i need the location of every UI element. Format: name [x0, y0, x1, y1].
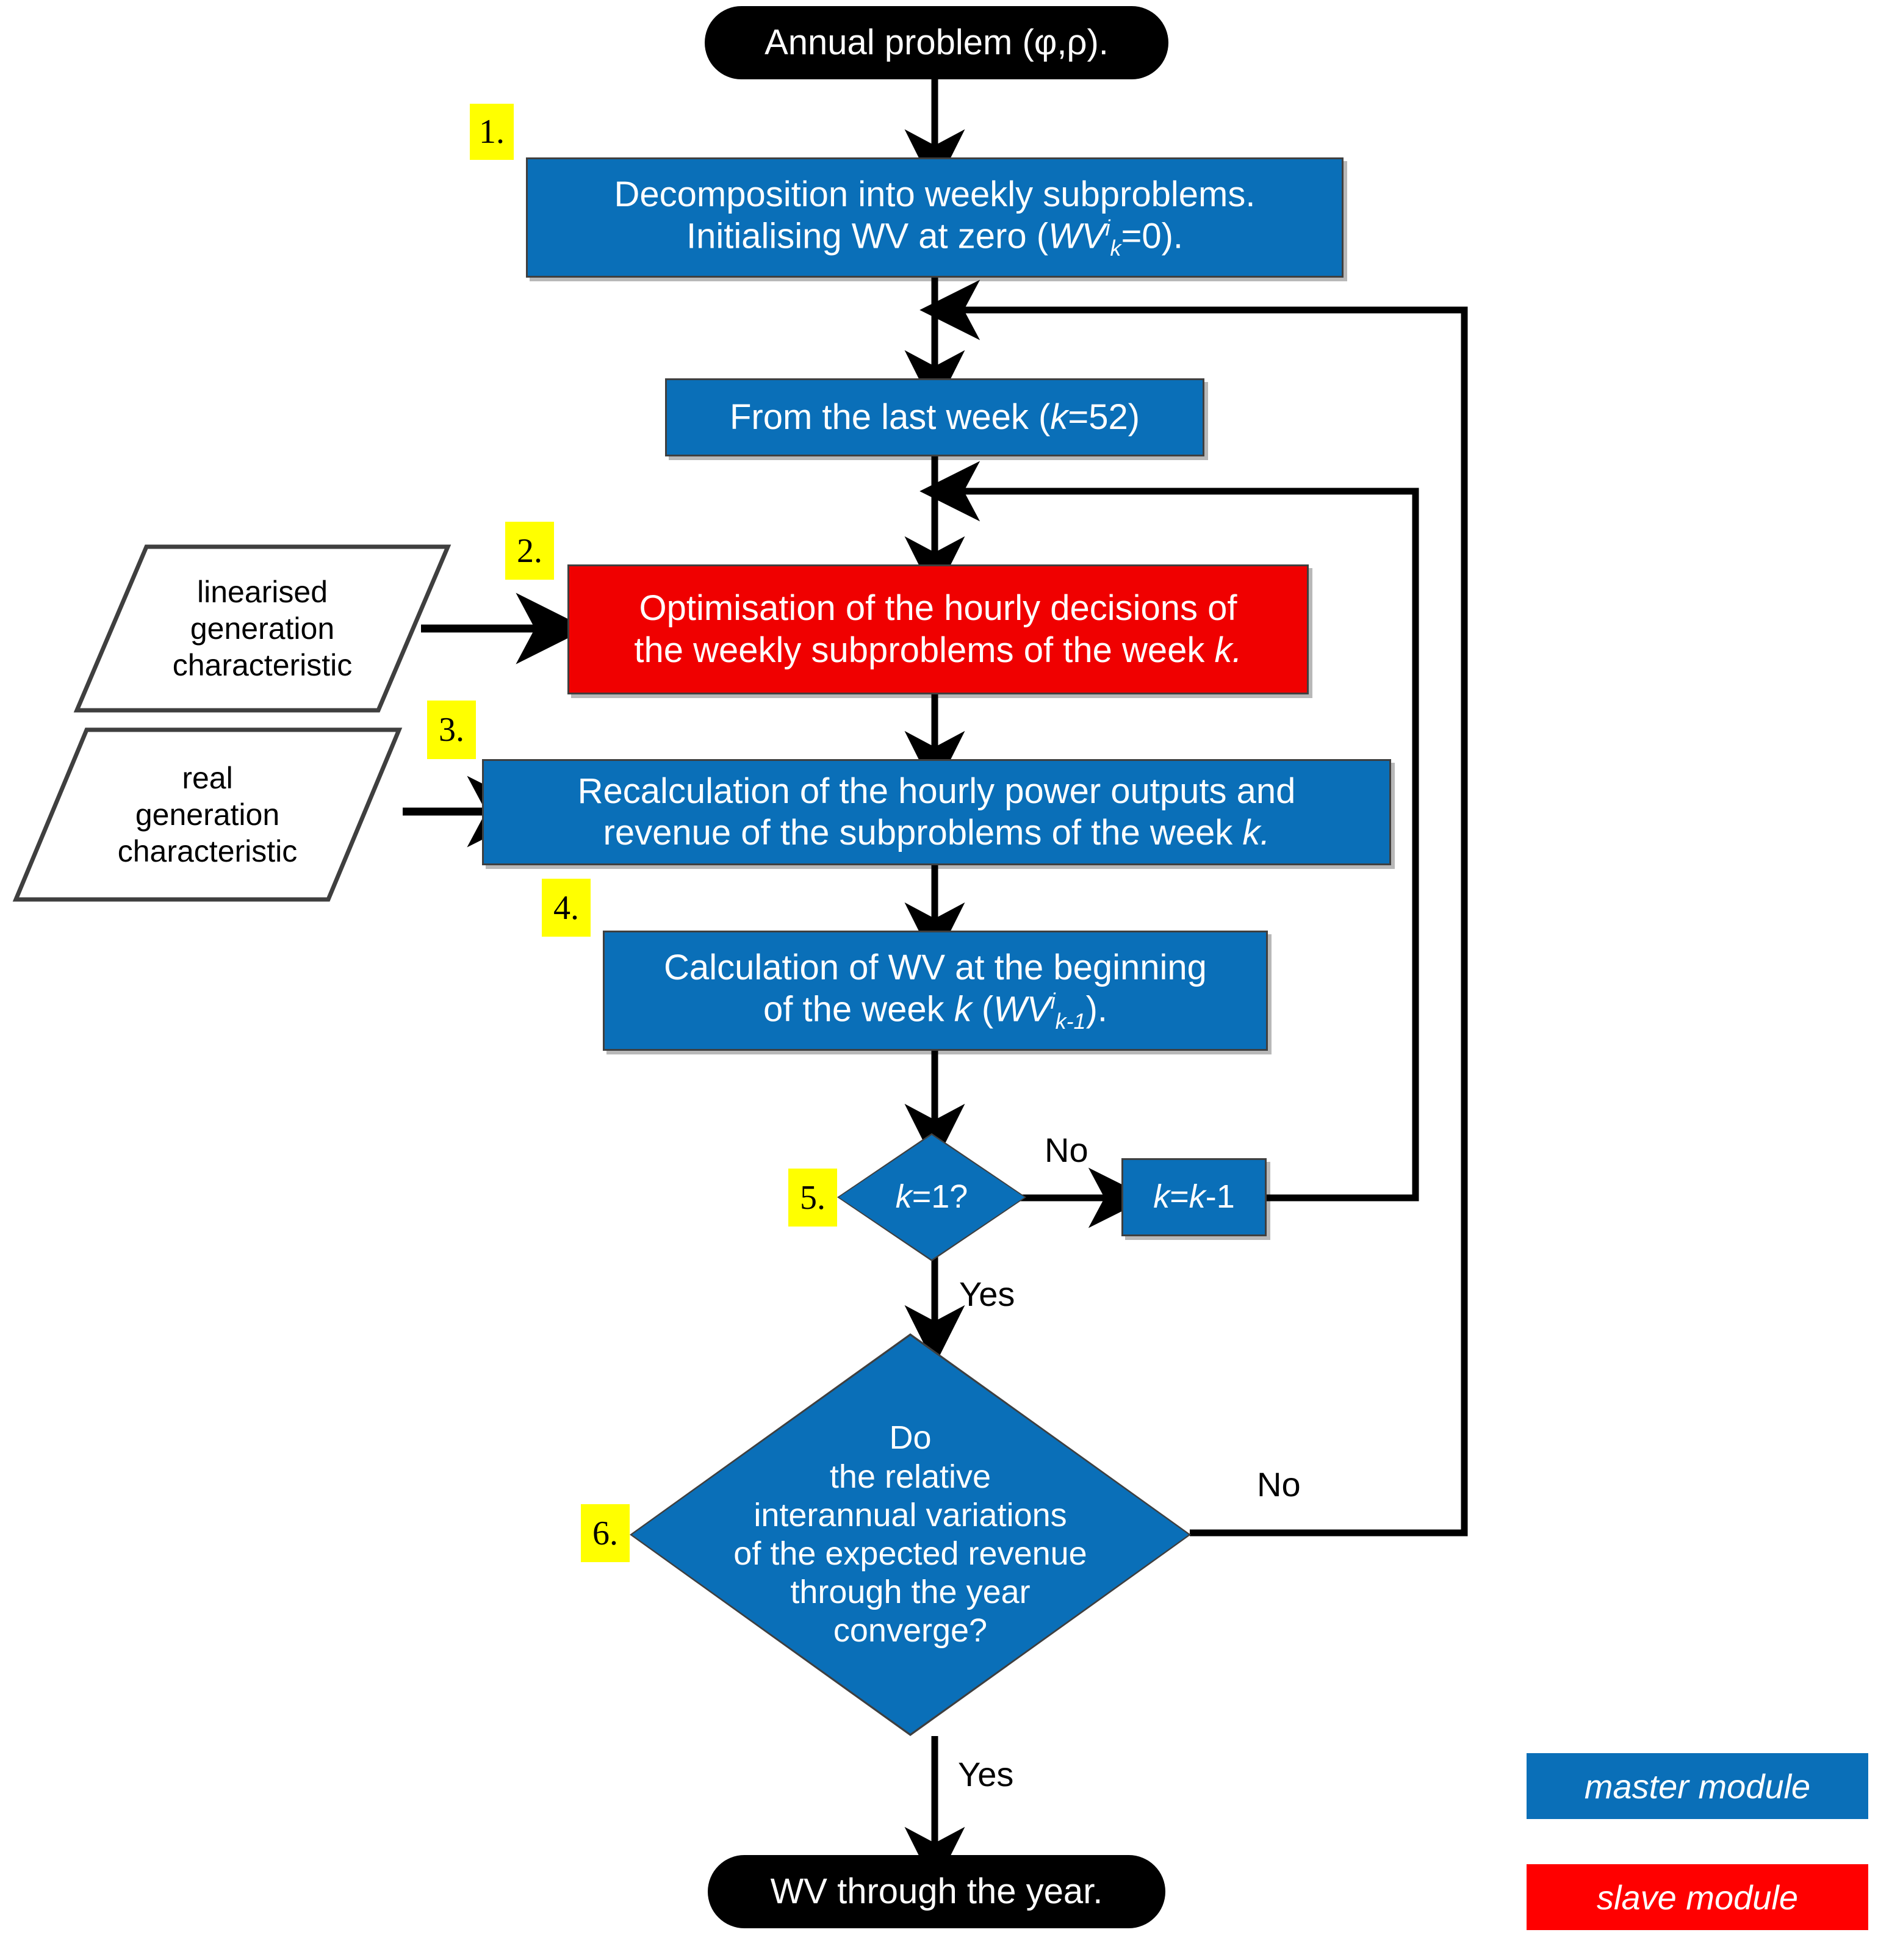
step-6-line-5: through the year — [790, 1574, 1031, 1611]
from-last-week-suffix: =52) — [1068, 397, 1140, 437]
step-3-line-2: revenue of the subproblems of the week k… — [578, 812, 1296, 854]
legend-slave-module: slave module — [1527, 1864, 1868, 1930]
edge-label-no-step5-text: No — [1045, 1131, 1088, 1169]
input-linearised-line-2: generation — [190, 611, 335, 646]
parallelogram-shape-linearised — [73, 544, 452, 713]
parallelogram-shape-real — [12, 727, 403, 902]
step-marker-4: 4. — [542, 879, 591, 937]
step-4-line-2: of the week k (WVik-1). — [664, 989, 1207, 1034]
decrement-k-right: k — [1189, 1178, 1206, 1216]
step-marker-3: 3. — [427, 701, 476, 759]
input-real-line-1: real — [182, 761, 233, 795]
start-terminator-label: Annual problem (φ,ρ). — [765, 22, 1109, 62]
step-5-decision-diamond[interactable]: k=1? — [837, 1133, 1026, 1261]
step-6-line-1: Do — [889, 1419, 932, 1457]
step-1-wv-superscript: i — [1105, 215, 1110, 241]
step-4-wv-superscript: i — [1050, 989, 1056, 1014]
edge-label-no-step5: No — [1045, 1130, 1088, 1170]
step-1-line-1: Decomposition into weekly subproblems. — [614, 174, 1256, 214]
step-marker-5: 5. — [788, 1169, 837, 1227]
legend-slave-module-label: slave module — [1597, 1878, 1798, 1917]
step-marker-2: 2. — [505, 522, 554, 580]
step-3-line-1: Recalculation of the hourly power output… — [577, 771, 1296, 811]
from-last-week-box[interactable]: From the last week (k=52) — [665, 378, 1204, 456]
step-4-line-2-prefix: of the week — [763, 989, 954, 1029]
edge-label-yes-step5: Yes — [959, 1274, 1015, 1314]
step-4-open-paren: ( — [971, 989, 994, 1029]
step-1-wv-symbol: WV — [1048, 216, 1106, 256]
step-5-label: k=1? — [896, 1178, 968, 1216]
step-4-close-paren: ). — [1085, 989, 1107, 1029]
from-last-week-k: k — [1050, 397, 1068, 437]
edge-label-no-step6-text: No — [1257, 1465, 1301, 1504]
end-terminator-label: WV through the year. — [770, 1871, 1103, 1911]
decrement-k-label: k=k-1 — [1145, 1178, 1243, 1217]
input-linearised-generation-characteristic: linearised generation characteristic — [73, 543, 452, 714]
step-marker-3-label: 3. — [439, 711, 464, 749]
input-real-line-3: characteristic — [117, 834, 298, 868]
step-6-label: Do the relative interannual variations o… — [733, 1419, 1087, 1650]
step-marker-6: 6. — [581, 1504, 630, 1562]
input-linearised-line-3: characteristic — [172, 648, 353, 682]
step-2-line-2: the weekly subproblems of the week k. — [634, 630, 1242, 671]
step-1-line-2-prefix: Initialising WV at zero ( — [686, 216, 1049, 256]
step-5-rest: =1? — [912, 1178, 968, 1216]
step-6-line-6: converge? — [833, 1612, 988, 1649]
edge-label-yes-step5-text: Yes — [959, 1275, 1015, 1313]
edge-label-yes-step6: Yes — [958, 1754, 1013, 1794]
end-terminator: WV through the year. — [708, 1855, 1165, 1928]
decrement-minus-one: -1 — [1205, 1178, 1235, 1216]
decrement-k-left: k — [1153, 1178, 1170, 1216]
step-3-k: k. — [1242, 813, 1270, 852]
edge-outer-feedback-loop — [919, 279, 1468, 1537]
step-6-line-2: the relative — [829, 1458, 991, 1495]
step-6-line-3: interannual variations — [754, 1496, 1067, 1533]
step-5-k: k — [895, 1178, 912, 1216]
step-4-box[interactable]: Calculation of WV at the beginning of th… — [603, 931, 1268, 1051]
step-4-line-1: Calculation of WV at the beginning — [664, 947, 1207, 987]
step-1-line-2: Initialising WV at zero (WVik=0). — [614, 215, 1256, 261]
step-marker-5-label: 5. — [800, 1178, 826, 1217]
step-3-line-2-prefix: revenue of the subproblems of the week — [603, 813, 1243, 852]
step-1-line-2-suffix: =0). — [1121, 216, 1184, 256]
edge-inner-feedback-loop — [919, 461, 1419, 1202]
step-4-wv-symbol: WV — [993, 989, 1051, 1029]
step-4-wv-subscript: k-1 — [1055, 1008, 1086, 1034]
step-marker-4-label: 4. — [553, 888, 579, 927]
step-3-box[interactable]: Recalculation of the hourly power output… — [482, 759, 1391, 865]
step-1-wv-subscript: k — [1110, 235, 1121, 261]
step-marker-2-label: 2. — [517, 531, 542, 570]
step-marker-1: 1. — [470, 104, 514, 160]
legend-master-module-label: master module — [1584, 1767, 1811, 1806]
input-real-line-2: generation — [135, 798, 280, 832]
input-real-generation-characteristic: real generation characteristic — [12, 726, 403, 903]
step-4-k: k — [954, 989, 972, 1029]
step-6-decision-diamond[interactable]: Do the relative interannual variations o… — [630, 1333, 1191, 1736]
input-linearised-line-1: linearised — [196, 575, 328, 609]
step-marker-1-label: 1. — [479, 113, 505, 151]
legend-master-module: master module — [1527, 1753, 1868, 1819]
step-1-box[interactable]: Decomposition into weekly subproblems. I… — [526, 157, 1344, 278]
from-last-week-text: From the last week (k=52) — [721, 397, 1148, 438]
edge-label-yes-step6-text: Yes — [958, 1755, 1014, 1793]
edge-label-no-step6: No — [1257, 1465, 1301, 1504]
step-6-line-4: of the expected revenue — [733, 1535, 1087, 1572]
decrement-k-box[interactable]: k=k-1 — [1121, 1158, 1267, 1236]
start-terminator: Annual problem (φ,ρ). — [705, 6, 1168, 79]
step-2-line-1: Optimisation of the hourly decisions of — [639, 588, 1237, 629]
step-2-k: k. — [1214, 630, 1242, 670]
step-2-box[interactable]: Optimisation of the hourly decisions of … — [567, 564, 1309, 694]
step-marker-6-label: 6. — [592, 1514, 618, 1552]
decrement-equals: = — [1170, 1178, 1189, 1216]
step-2-line-2-prefix: the weekly subproblems of the week — [634, 630, 1215, 670]
from-last-week-prefix: From the last week ( — [729, 397, 1051, 437]
